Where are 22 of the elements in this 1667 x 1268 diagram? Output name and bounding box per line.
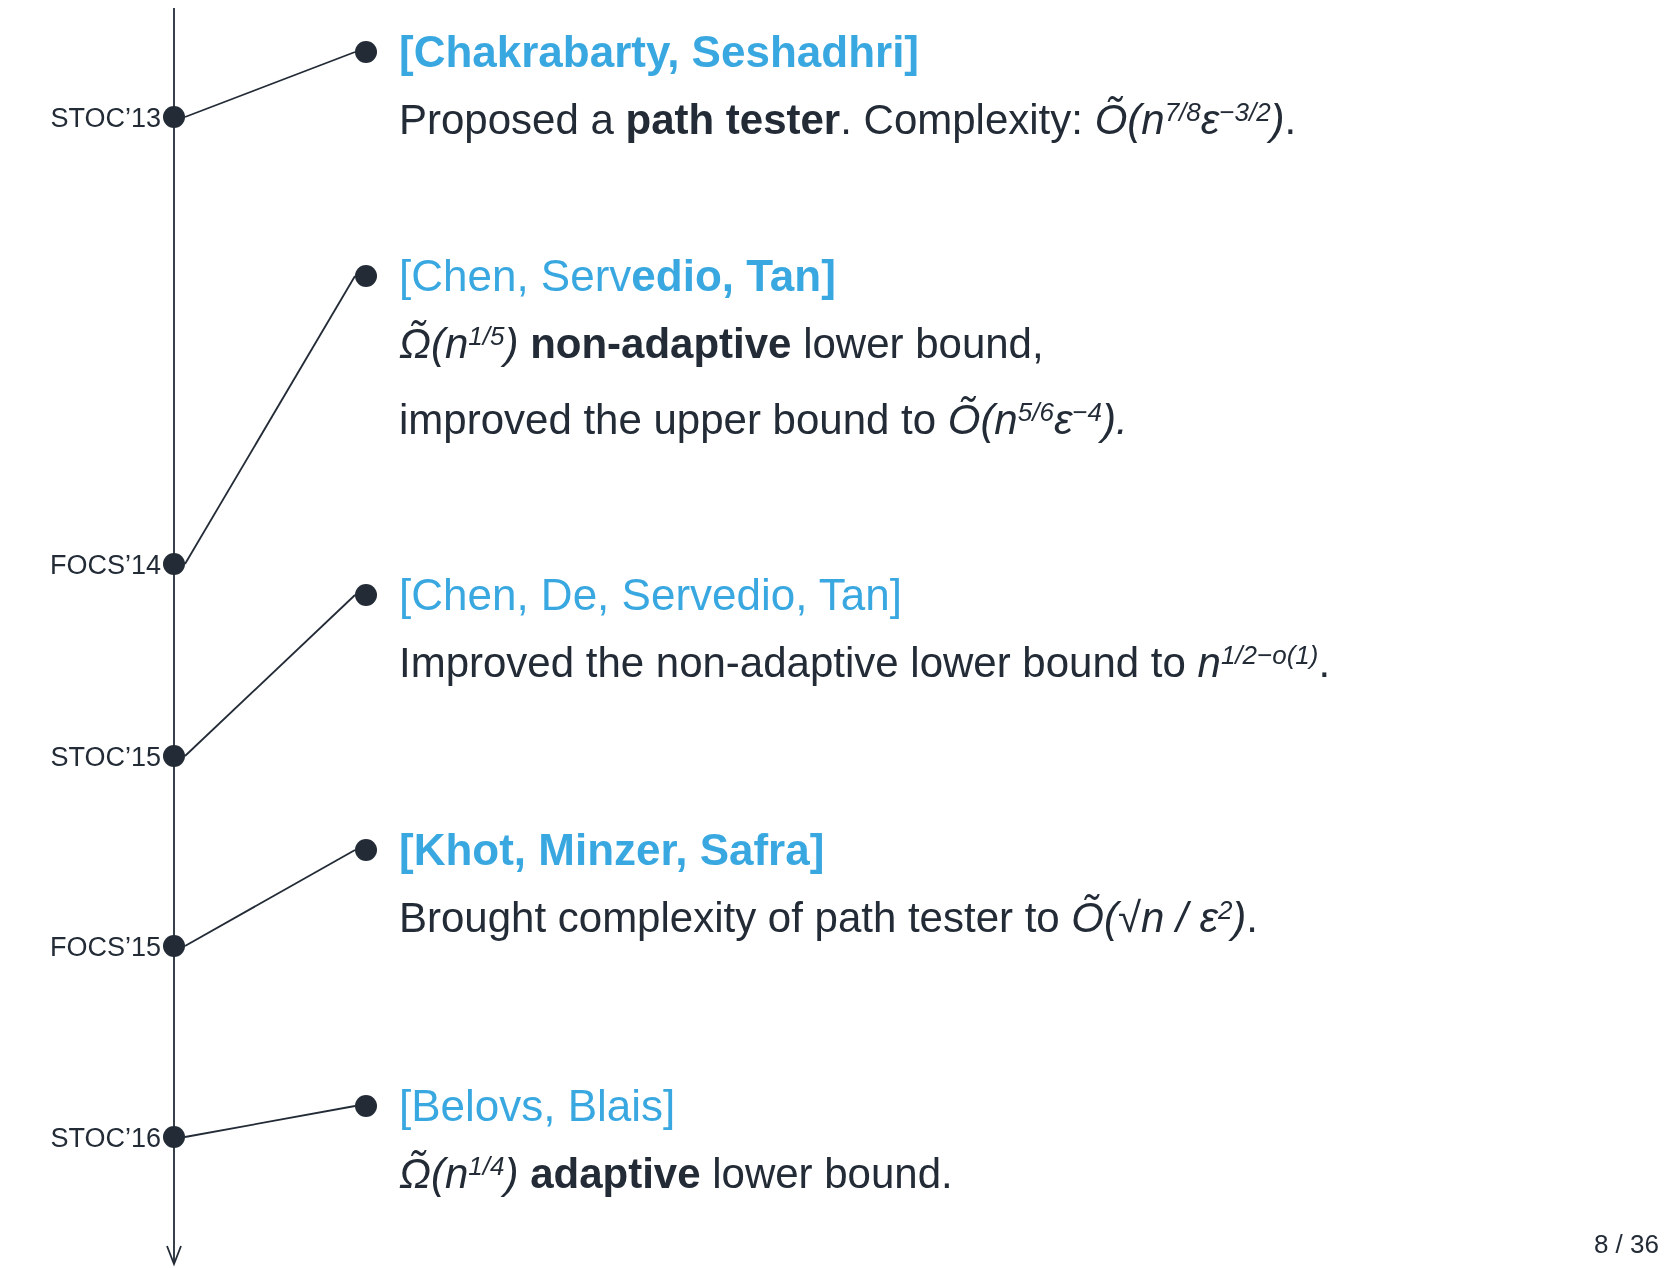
citation-heading: [Khot, Minzer, Safra] [399, 824, 826, 876]
citation-heading: [Chen, Servedio, Tan] [399, 250, 837, 302]
connector-line [184, 1105, 356, 1138]
description-text: Ω̃(n$^{1/5}$) non-adaptive lower bound, [399, 319, 1045, 369]
page-number: 8 / 36 [1593, 1228, 1659, 1261]
connector-line [184, 51, 356, 118]
venue-label: FOCS’15 [48, 931, 161, 963]
venue-label: STOC’15 [49, 741, 161, 773]
connector-line [184, 849, 356, 947]
description-text: improved the upper bound to Õ(n$^{5/6}$ε$^{−4}$). [399, 395, 1128, 445]
venue-label: STOC’13 [49, 102, 161, 134]
citation-heading: [Belovs, Blais] [399, 1080, 677, 1132]
description-text: Ω̃(n$^{1/4}$) adaptive lower bound. [399, 1149, 953, 1199]
venue-label: STOC’16 [49, 1122, 161, 1154]
description-text: Brought complexity of path tester to Õ(√n / ε$^{2}$). [399, 893, 1259, 943]
citation-heading: [Chakrabarty, Seshadhri] [399, 26, 920, 78]
description-text: Improved the non-adaptive lower bound to n$^{1/2−o(1)}$. [399, 638, 1331, 688]
venue-label: FOCS’14 [48, 549, 161, 581]
connector-line [184, 594, 356, 757]
citation-heading: [Chen, De, Servedio, Tan] [399, 569, 904, 621]
description-text: Proposed a path tester. Complexity: Õ(n$^{7/8}$ε$^{−3/2}$). [399, 95, 1297, 145]
connector-line [184, 275, 356, 565]
